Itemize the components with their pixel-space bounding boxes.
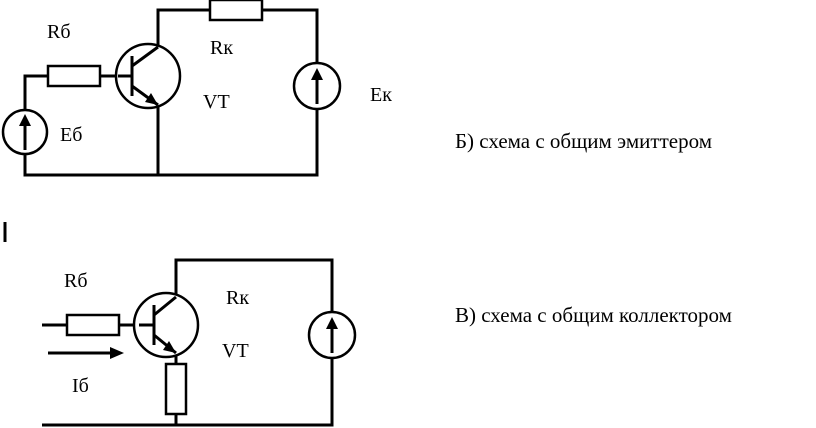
top-wire-rk-to-ek	[262, 8, 319, 62]
bottom-circuit: Rб Rк VT Iб	[42, 258, 357, 427]
bottom-wire-collector-loop	[174, 258, 334, 312]
bottom-wire-ground	[42, 358, 334, 427]
top-label-ek: Eк	[370, 84, 392, 106]
bottom-base-resistor	[65, 313, 121, 337]
bottom-source	[307, 310, 357, 360]
top-wire-ground-loop	[23, 108, 319, 177]
bottom-transistor	[132, 291, 200, 359]
bottom-current-arrow	[48, 347, 124, 359]
top-wire-base-loop	[23, 74, 48, 110]
bottom-label-rb: Rб	[64, 270, 88, 292]
bottom-label-ib: Iб	[72, 375, 89, 397]
top-source-ek	[292, 61, 342, 111]
top-label-rk: Rк	[210, 37, 233, 59]
top-collector-resistor	[208, 0, 264, 22]
bottom-emitter-resistor	[164, 362, 188, 416]
bottom-label-rk: Rк	[226, 287, 249, 309]
top-base-resistor	[46, 64, 102, 88]
top-caption: Б) схема с общим эмиттером	[455, 129, 712, 153]
top-label-vt: VT	[203, 91, 230, 113]
bottom-label-vt: VT	[222, 340, 249, 362]
top-transistor	[114, 42, 182, 110]
top-source-eb	[1, 108, 49, 156]
top-label-rb: Rб	[47, 21, 71, 43]
top-label-eb: Eб	[60, 124, 82, 146]
bottom-caption: В) схема с общим коллектором	[455, 303, 732, 327]
top-circuit: Rб Rк VT Eк Eб	[1, 0, 392, 177]
top-wire-collector-loop	[156, 8, 210, 47]
